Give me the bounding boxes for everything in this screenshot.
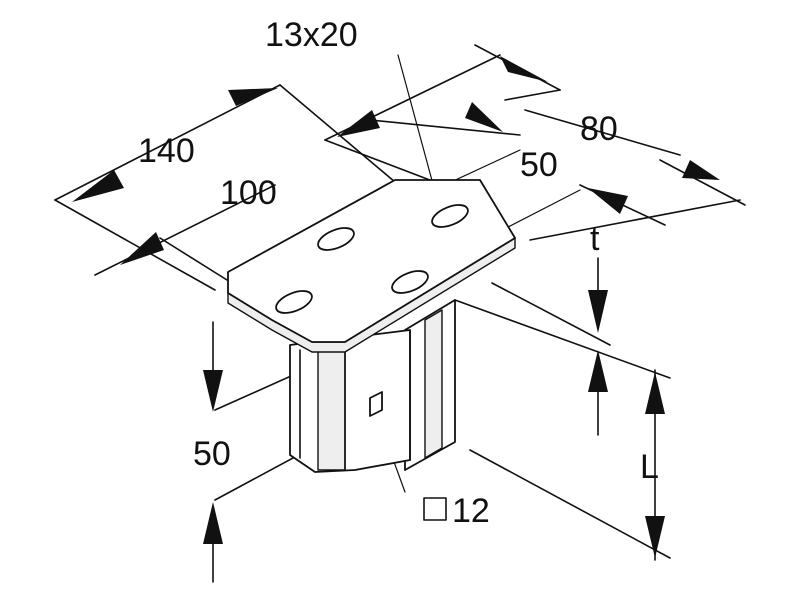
arrow-50-top-left [337,110,380,137]
arrow-50-profile-up [203,502,223,544]
label-width-80: 80 [580,110,618,148]
arrow-L-up [645,372,665,414]
label-length-140: 140 [138,132,195,170]
label-length-L: L [640,448,659,486]
arrow-100-left [120,232,164,265]
arrow-t-up [588,350,608,392]
label-width-50: 50 [520,146,558,184]
square-symbol [423,497,447,521]
arrow-80-lower-right [682,160,720,180]
slot-front-right [391,270,429,294]
arrow-80-lower-left [588,188,628,214]
arrow-t-down [588,290,608,333]
arrow-50-profile-down [203,370,223,412]
arrow-140-left [72,170,124,202]
arrow-140-right [228,88,278,106]
label-thickness-t: t [590,220,600,258]
slot-back-right [431,204,469,228]
label-slot-size: 13x20 [265,16,358,54]
square-hole [369,391,383,417]
profile-inner-channel [317,346,346,471]
slot-front-left [275,290,313,314]
profile-front-web [289,329,411,473]
arrowheads [72,56,720,558]
profile-side-flange [424,309,443,459]
dimension-labels: 13x20 140 100 80 50 t 50 L 12 [138,16,659,530]
label-height-50: 50 [193,435,231,473]
label-square-hole: 12 [452,492,490,530]
slot-back-left [317,227,355,251]
arrow-80-upper [500,56,548,82]
slot-holes [275,204,469,314]
bracket-part [227,179,516,473]
arrow-50-top-right [465,102,503,132]
label-length-100: 100 [220,174,277,212]
arrow-L-down [645,516,665,558]
